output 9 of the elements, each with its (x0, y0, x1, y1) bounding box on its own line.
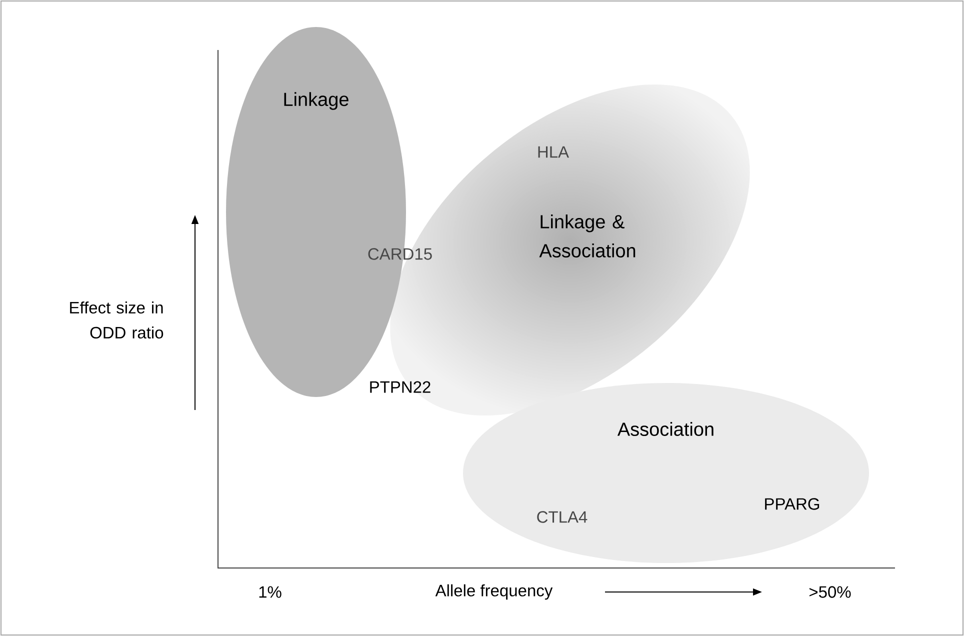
ellipse-region: Linkage & Association (539, 214, 636, 258)
text-label: 1% (259, 586, 282, 598)
text-label: CTLA4 (537, 511, 588, 523)
text-label: PTPN22 (370, 381, 430, 393)
text-label: HLA (538, 146, 570, 158)
text-label: PPARG (765, 498, 820, 510)
text-label: Allele frequency (435, 584, 553, 600)
text-label: >50% (810, 586, 851, 598)
text-label: Effect size in ODD ratio (70, 301, 164, 339)
